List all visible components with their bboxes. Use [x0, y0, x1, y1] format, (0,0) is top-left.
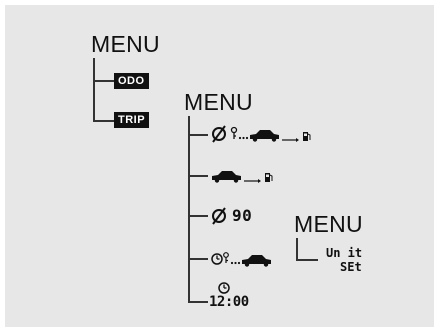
tree-line-second-row3	[188, 215, 208, 217]
menu-label-second: MENU	[184, 89, 253, 115]
tree-line-first-odo	[93, 80, 115, 82]
tree-line-second-row5	[188, 301, 208, 303]
unit-set-line1: Un it	[326, 246, 363, 260]
tree-line-first-vertical	[93, 58, 95, 122]
odo-badge: ODO	[114, 73, 149, 89]
clock-time-readout: 12:00	[209, 294, 249, 310]
tree-line-second-row2	[188, 175, 208, 177]
menu-label-third: MENU	[294, 211, 363, 237]
average-speed-value: 90	[232, 206, 253, 225]
tree-line-first-trip	[93, 120, 115, 122]
average-speed-icon	[212, 207, 226, 225]
average-fuel-consumption-icon	[212, 125, 311, 143]
tree-line-third-vertical	[296, 238, 298, 261]
elapsed-time-icon	[211, 252, 271, 267]
trip-badge: TRIP	[114, 112, 150, 128]
tree-line-third-horizontal	[296, 259, 318, 261]
diagram-panel: MENU ODO TRIP MENU	[5, 5, 434, 327]
tree-line-second-vertical	[188, 116, 190, 303]
clock-icon	[218, 282, 230, 294]
instant-fuel-consumption-icon	[212, 171, 273, 183]
menu-label-first: MENU	[91, 31, 160, 57]
tree-line-second-row1	[188, 134, 208, 136]
tree-line-second-row4	[188, 258, 208, 260]
unit-set-line2: SEt	[340, 260, 362, 274]
